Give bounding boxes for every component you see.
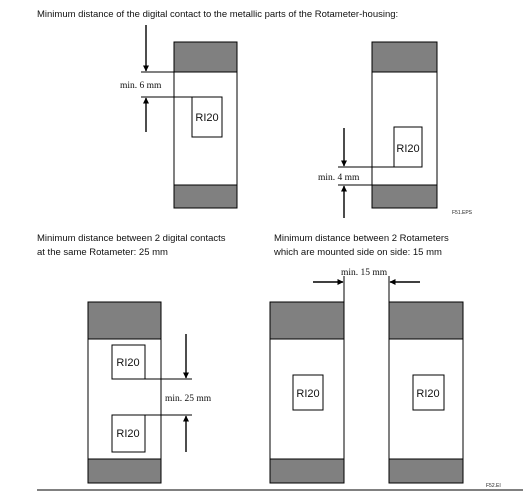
digital-contact-label: RI20 bbox=[195, 112, 218, 124]
side-by-side-caption-line-1: Minimum distance between 2 Rotameters bbox=[274, 233, 449, 244]
housing-bottom bbox=[371, 184, 438, 209]
bottom-clearance-label: min. 4 mm bbox=[318, 173, 360, 183]
digital-contact bbox=[412, 374, 445, 411]
figure-side-by-side: RI20 RI20 min. 15 mm F52.EI bbox=[269, 268, 501, 489]
housing-bottom bbox=[173, 184, 238, 209]
housing-bottom bbox=[388, 458, 464, 484]
meters-distance-label: min. 15 mm bbox=[341, 268, 388, 278]
housing-top bbox=[87, 301, 162, 340]
side-by-side-caption: Minimum distance between 2 Rotameters wh… bbox=[274, 232, 449, 260]
contacts-caption: Minimum distance between 2 digital conta… bbox=[37, 232, 226, 260]
digital-contact-lower bbox=[111, 414, 146, 453]
figure-top-clearance: RI20 min. 6 mm bbox=[120, 25, 238, 209]
digital-contact-label: RI20 bbox=[116, 428, 139, 440]
page-title: Minimum distance of the digital contact … bbox=[37, 9, 399, 20]
housing-top bbox=[173, 41, 238, 73]
digital-contact bbox=[292, 374, 324, 411]
digital-contact-label: RI20 bbox=[416, 388, 439, 400]
digital-contact-label: RI20 bbox=[296, 388, 319, 400]
digital-contact-label: RI20 bbox=[116, 357, 139, 369]
side-by-side-caption-line-2: which are mounted side on side: 15 mm bbox=[274, 247, 442, 258]
figure-two-contacts: RI20 RI20 min. 25 mm bbox=[87, 301, 212, 484]
housing-top bbox=[388, 301, 464, 340]
figure-code: F52.EI bbox=[486, 483, 501, 489]
contacts-caption-line-2: at the same Rotameter: 25 mm bbox=[37, 247, 168, 258]
housing-top bbox=[371, 41, 438, 73]
top-clearance-label: min. 6 mm bbox=[120, 81, 162, 91]
housing-top bbox=[269, 301, 345, 340]
housing-bottom bbox=[269, 458, 345, 484]
digital-contact-upper bbox=[111, 344, 146, 380]
digital-contact bbox=[393, 126, 423, 168]
digital-contact bbox=[191, 96, 223, 138]
figure-code: F51.EPS bbox=[452, 210, 473, 216]
figure-bottom-clearance: RI20 min. 4 mm F51.EPS bbox=[318, 41, 473, 218]
digital-contact-label: RI20 bbox=[396, 143, 419, 155]
contacts-distance-label: min. 25 mm bbox=[165, 394, 212, 404]
housing-bottom bbox=[87, 458, 162, 484]
contacts-caption-line-1: Minimum distance between 2 digital conta… bbox=[37, 233, 226, 244]
